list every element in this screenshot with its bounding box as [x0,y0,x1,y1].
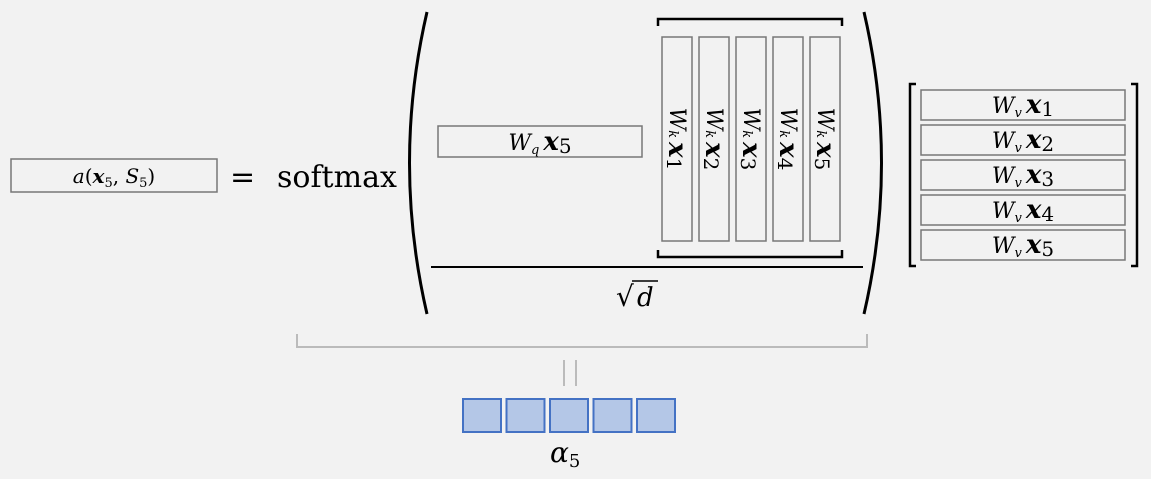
key-box [661,36,693,242]
alpha-cell [592,398,633,433]
left-paren [408,11,429,315]
alpha-cell [636,398,676,433]
key-column: Wkx4 [772,36,804,242]
lhs-term: a(x5, S5) [10,158,218,193]
equals-sign: = [230,160,255,195]
alpha-cell [505,398,546,433]
lhs-label: a(x5, S5) [73,164,155,191]
sqrt-symbol: √ [616,280,634,313]
value-box [920,89,1126,121]
value-box [920,194,1126,226]
key-label: Wkx1 [662,108,692,171]
value-box [920,124,1126,156]
alpha-cell [549,398,589,433]
alpha-cell [462,398,502,433]
key-label: Wkx4 [773,108,803,171]
underbrace [296,334,868,348]
alpha-vector [462,398,676,433]
right-paren [862,11,883,315]
values-right-bracket [1131,82,1139,268]
key-box [772,36,804,242]
values-left-bracket [908,82,916,268]
key-label: Wkx2 [699,108,729,171]
alpha-label: α5 [550,436,580,472]
key-label: Wkx3 [736,108,766,171]
key-box [735,36,767,242]
key-column: Wkx5 [809,36,841,242]
key-column: Wkx2 [698,36,730,242]
keys-bottom-bracket [656,250,844,259]
softmax-label: softmax [277,160,397,195]
value-box [920,159,1126,191]
key-column: Wkx1 [661,36,693,242]
denominator: √ d [616,280,658,313]
lhs-box [10,158,218,193]
key-box [698,36,730,242]
key-box [809,36,841,242]
query-box [437,125,643,158]
key-column: Wkx3 [735,36,767,242]
denominator-var: d [637,283,654,313]
key-label: Wkx5 [810,108,840,171]
value-box [920,229,1126,261]
keys-top-bracket [656,17,844,26]
